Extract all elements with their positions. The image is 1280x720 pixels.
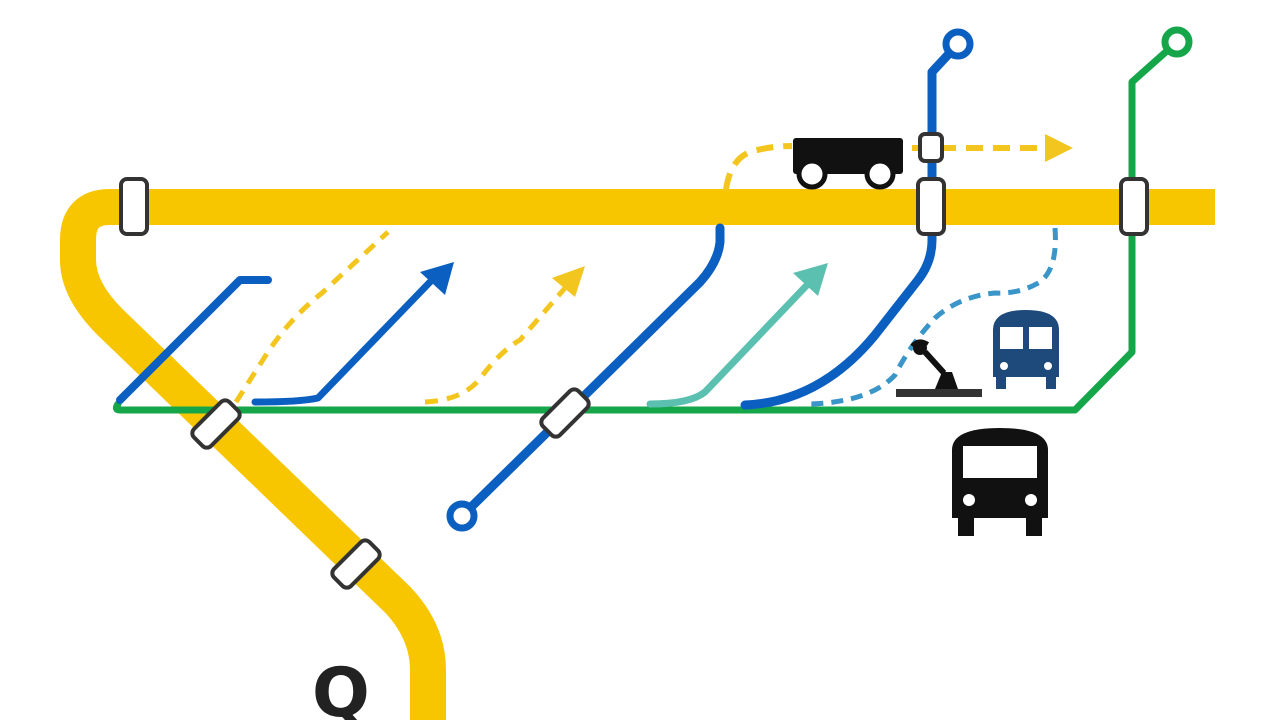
station-blue-upper[interactable]	[918, 132, 944, 163]
yellow-dashed-route-top	[723, 143, 1048, 191]
yellow-main-line	[60, 189, 1215, 720]
teal-arrow-route	[646, 280, 812, 408]
blue-line-south	[457, 223, 725, 521]
yellow-dashed-route-1	[233, 230, 390, 404]
bus-icon	[952, 428, 1048, 536]
teal-arrowhead	[793, 263, 828, 296]
light-blue-dashed-route	[809, 227, 1058, 407]
blue-branch-left	[116, 276, 272, 404]
route-label: Q	[312, 654, 370, 720]
crane-icon	[896, 339, 982, 397]
yellow-dashed-route-2	[424, 286, 567, 405]
blue-line-north-terminus	[942, 28, 974, 60]
green-line	[112, 38, 1181, 414]
blue-line-south-terminus	[446, 500, 478, 532]
green-line-terminus	[1161, 26, 1193, 58]
station-yellow-green-diagonal[interactable]	[190, 398, 242, 450]
station-yellow-south[interactable]	[330, 538, 382, 590]
tram-icon	[993, 310, 1059, 389]
station-yellow-blue-interchange[interactable]	[916, 177, 946, 236]
station-blue-green-interchange[interactable]	[539, 387, 591, 439]
yellow-dashed-arrowhead-top	[1045, 134, 1073, 162]
truck-icon	[793, 138, 903, 190]
blue-arrowhead	[420, 262, 454, 295]
station-yellow-west[interactable]	[119, 177, 149, 236]
blue-line-north	[740, 39, 963, 410]
station-yellow-green-interchange[interactable]	[1119, 177, 1149, 236]
yellow-dashed-arrowhead-2	[552, 266, 585, 297]
blue-arrow-route	[251, 278, 434, 406]
